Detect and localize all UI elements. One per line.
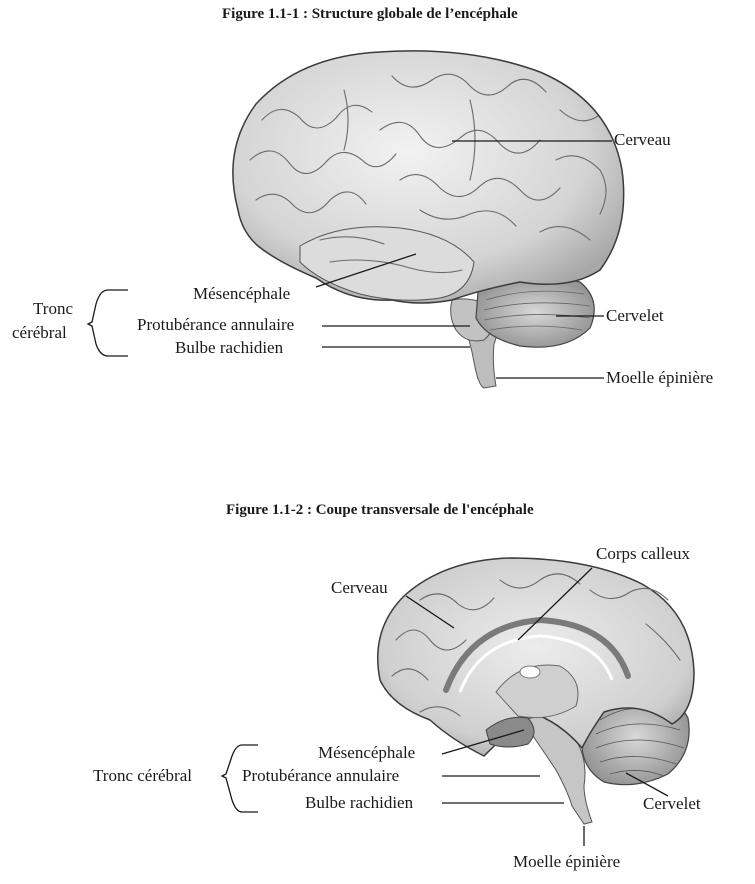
label-moelle: Moelle épinière — [606, 368, 714, 387]
figure2-title: Figure 1.1-2 : Coupe transversale de l'e… — [226, 502, 534, 518]
label-protuberance: Protubérance annulaire — [137, 315, 295, 334]
label-mesencephale: Mésencéphale — [193, 284, 291, 303]
figure1-leader-lines — [86, 140, 612, 379]
label-mesencephale-2: Mésencéphale — [318, 743, 416, 762]
label-protuberance-2: Protubérance annulaire — [242, 766, 400, 785]
brain-lateral-drawing — [232, 50, 625, 389]
brain-sagittal-drawing — [377, 557, 695, 825]
label-bulbe: Bulbe rachidien — [175, 338, 284, 357]
figure2-leader-lines — [220, 567, 669, 846]
label-cerveau: Cerveau — [614, 130, 671, 149]
label-tronc-line1: Tronc — [33, 299, 73, 318]
label-tronc-line2: cérébral — [12, 323, 67, 342]
label-moelle-2: Moelle épinière — [513, 852, 621, 871]
label-corps-calleux: Corps calleux — [596, 544, 690, 563]
label-cerveau-2: Cerveau — [331, 578, 388, 597]
label-cervelet-2: Cervelet — [643, 794, 701, 813]
figure1-title: Figure 1.1-1 : Structure globale de l’en… — [222, 6, 518, 22]
label-tronc-2: Tronc cérébral — [93, 766, 192, 785]
label-bulbe-2: Bulbe rachidien — [305, 793, 414, 812]
label-cervelet: Cervelet — [606, 306, 664, 325]
